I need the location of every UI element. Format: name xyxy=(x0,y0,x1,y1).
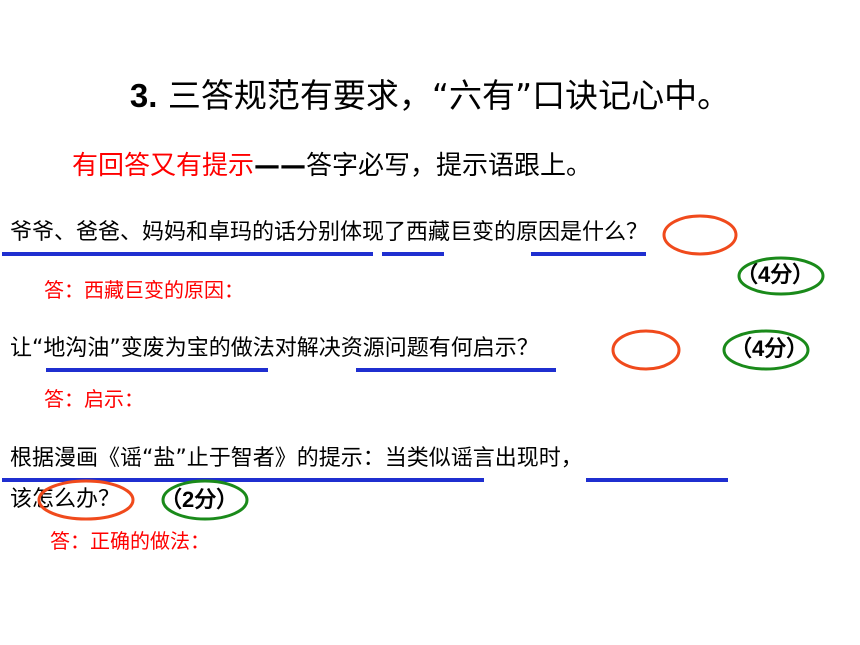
title-text: 三答规范有要求，“六有”口诀记心中。 xyxy=(167,76,731,115)
question-2-score: （4分） xyxy=(730,336,809,361)
question-3-score: （2分） xyxy=(160,487,239,512)
question-2-answer: 答：启示： xyxy=(44,387,144,411)
subtitle-dash: —— xyxy=(254,151,307,181)
question-2-text: 让“地沟油”变废为宝的做法对解决资源问题有何启示？ xyxy=(10,336,539,361)
question-3-text-line1: 根据漫画《谣“盐”止于智者》的提示：当类似谣言出现时， xyxy=(10,446,583,471)
subtitle-red-part: 有回答又有提示 xyxy=(72,151,255,181)
question-1-text: 爷爷、爸爸、妈妈和卓玛的话分别体现了西藏巨变的原因是什么？ xyxy=(10,220,649,245)
question-1-score: （4分） xyxy=(736,262,815,287)
slide-subtitle: 有回答又有提示——答字必写，提示语跟上。 xyxy=(72,148,592,184)
subtitle-black-part: 答字必写，提示语跟上。 xyxy=(306,151,593,181)
question-3-text-line2: 该怎么办？ xyxy=(10,487,121,512)
circle-q2-inspiration xyxy=(611,329,681,371)
title-number: 3. xyxy=(129,77,158,114)
question-3-answer: 答：正确的做法： xyxy=(50,529,210,553)
circle-q1-reason xyxy=(662,214,738,256)
question-1-answer: 答：西藏巨变的原因： xyxy=(44,278,244,302)
slide-title: 3. 三答规范有要求，“六有”口诀记心中。 xyxy=(0,74,860,118)
